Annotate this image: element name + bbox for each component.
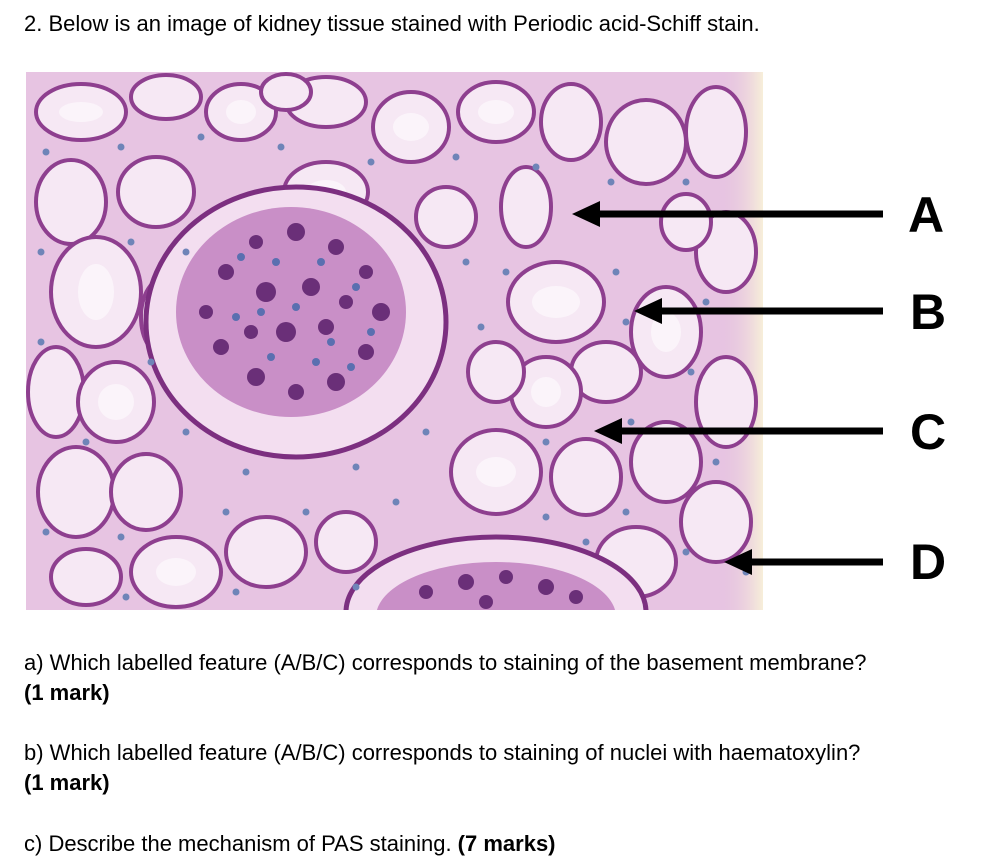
label-a: A [908, 187, 945, 243]
question-b-text: b) Which labelled feature (A/B/C) corres… [24, 740, 861, 765]
question-a: a) Which labelled feature (A/B/C) corres… [24, 648, 867, 708]
label-c: C [910, 404, 947, 460]
question-a-text: a) Which labelled feature (A/B/C) corres… [24, 650, 867, 675]
question-c-text: c) Describe the mechanism of PAS stainin… [24, 831, 458, 856]
question-c: c) Describe the mechanism of PAS stainin… [24, 829, 556, 859]
label-b: B [910, 284, 947, 340]
question-b-marks: (1 mark) [24, 770, 110, 795]
label-d: D [910, 534, 947, 590]
question-b: b) Which labelled feature (A/B/C) corres… [24, 738, 860, 798]
question-heading: 2. Below is an image of kidney tissue st… [24, 11, 760, 36]
question-a-marks: (1 mark) [24, 680, 110, 705]
question-c-marks: (7 marks) [457, 831, 556, 856]
kidney-tissue-micrograph [26, 72, 763, 610]
